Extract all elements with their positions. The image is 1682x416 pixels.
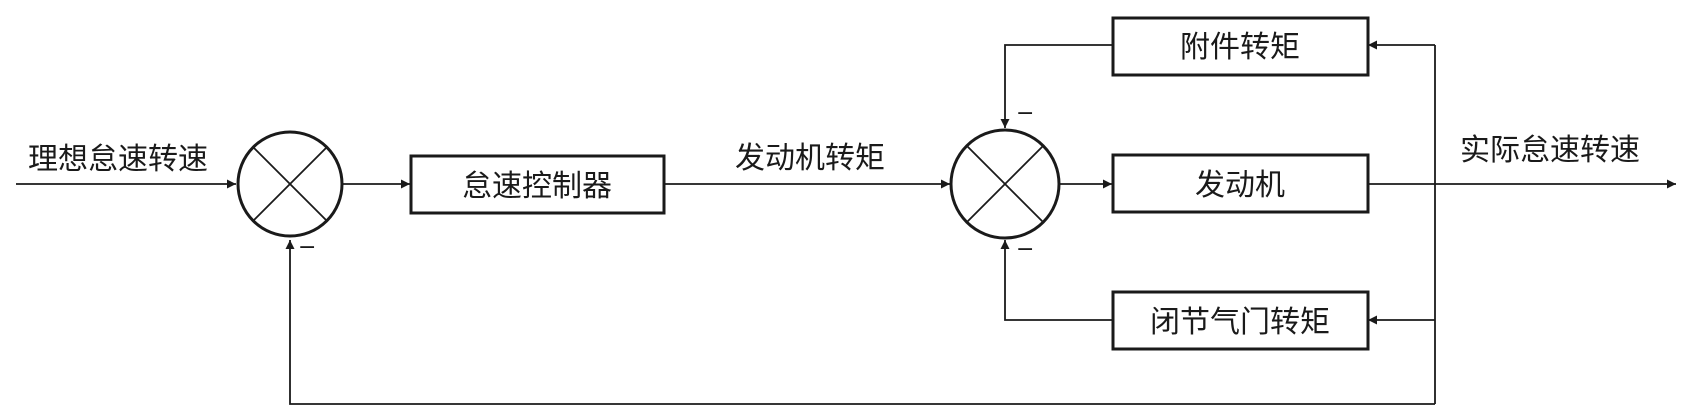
closed-throttle-torque-label: 闭节气门转矩	[1150, 305, 1330, 340]
idle-controller-label: 怠速控制器	[462, 169, 612, 204]
accessory-torque-block: 附件转矩	[1111, 16, 1370, 77]
minus-sign-throttle: −	[1016, 237, 1034, 262]
summing-junction-speed	[236, 130, 344, 238]
engine-label: 发动机	[1195, 168, 1285, 203]
accessory-torque-label: 附件转矩	[1180, 30, 1300, 65]
idle-controller-block: 怠速控制器	[409, 154, 666, 215]
minus-sign-speed-feedback: −	[298, 235, 316, 260]
accessory-torque-feedback-path	[1000, 44, 1112, 128]
closed-throttle-torque-block: 闭节气门转矩	[1111, 290, 1370, 351]
summing-junction-torque	[949, 128, 1061, 240]
engine-torque-label: 发动机转矩	[735, 141, 885, 176]
speed-feedback-path	[285, 240, 1435, 405]
output-signal-label: 实际怠速转速	[1460, 133, 1640, 168]
minus-sign-accessory: −	[1016, 101, 1034, 126]
input-signal-label: 理想怠速转速	[28, 142, 208, 177]
throttle-torque-feedback-path	[1000, 240, 1112, 321]
engine-block: 发动机	[1111, 153, 1370, 214]
